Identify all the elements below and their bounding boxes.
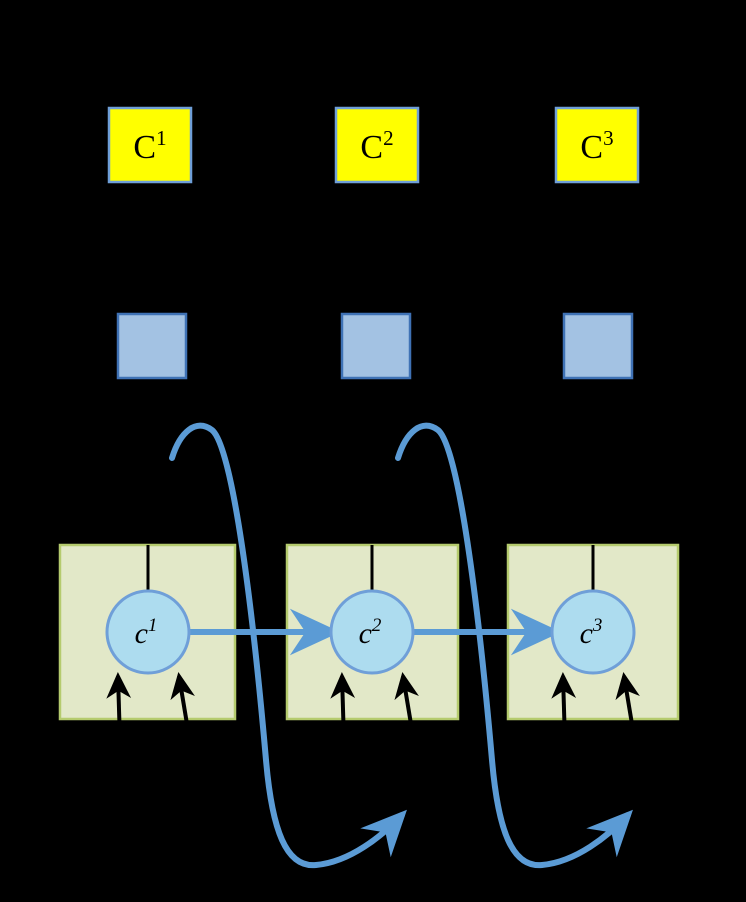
cell-circle-1-sup: 1 bbox=[148, 615, 158, 636]
output-box-1[interactable]: C1 bbox=[107, 106, 193, 184]
hidden-square-3[interactable] bbox=[562, 312, 634, 380]
hidden-square-3-rect[interactable] bbox=[562, 312, 634, 380]
output-box-1-rect[interactable] bbox=[107, 106, 193, 184]
hidden-square-1[interactable] bbox=[116, 312, 188, 380]
cell-circle-1-shape[interactable] bbox=[105, 589, 191, 675]
cell-circle-3-sup: 3 bbox=[592, 615, 603, 636]
input-arrow-1a bbox=[106, 672, 132, 743]
hidden-square-2-rect[interactable] bbox=[340, 312, 412, 380]
recurrent-curve-group bbox=[169, 422, 633, 869]
output-box-2-sup: 2 bbox=[383, 126, 394, 150]
output-box-3-rect[interactable] bbox=[554, 106, 640, 184]
output-box-2-rect[interactable] bbox=[334, 106, 420, 184]
input-arrow-2a bbox=[330, 672, 356, 743]
output-box-2-label: C2 bbox=[360, 126, 393, 166]
cell-circle-3[interactable]: c3 bbox=[550, 589, 636, 675]
output-box-1-label: C1 bbox=[133, 126, 166, 166]
output-box-1-sup: 1 bbox=[156, 126, 167, 150]
recurrent-loop-1 bbox=[169, 422, 407, 869]
output-box-3-base: C bbox=[580, 129, 603, 166]
output-box-3-sup: 3 bbox=[603, 126, 614, 150]
recurrent-loop-2 bbox=[395, 422, 633, 869]
output-box-2[interactable]: C2 bbox=[334, 106, 420, 184]
cell-circle-3-shape[interactable] bbox=[550, 589, 636, 675]
cell-circle-1-label: c1 bbox=[135, 615, 158, 650]
output-box-3-label: C3 bbox=[580, 126, 613, 166]
cell-circle-2-shape[interactable] bbox=[329, 589, 415, 675]
output-box-3[interactable]: C3 bbox=[554, 106, 640, 184]
cell-circle-3-base: c bbox=[580, 617, 593, 650]
cell-circle-1[interactable]: c1 bbox=[105, 589, 191, 675]
input-arrow-2b bbox=[394, 672, 419, 743]
cell-circle-3-label: c3 bbox=[580, 615, 603, 650]
input-arrow-1b bbox=[170, 672, 195, 743]
cell-circle-2-base: c bbox=[359, 617, 372, 650]
cell-circle-2[interactable]: c2 bbox=[329, 589, 415, 675]
cell-circle-1-base: c bbox=[135, 617, 148, 650]
output-box-1-base: C bbox=[133, 129, 156, 166]
cell-circle-2-sup: 2 bbox=[372, 615, 382, 636]
cell-circle-2-label: c2 bbox=[359, 615, 382, 650]
output-box-2-base: C bbox=[360, 129, 383, 166]
hidden-square-2[interactable] bbox=[340, 312, 412, 380]
input-arrow-3a bbox=[551, 672, 577, 743]
input-arrow-3b bbox=[615, 672, 640, 743]
hidden-square-1-rect[interactable] bbox=[116, 312, 188, 380]
